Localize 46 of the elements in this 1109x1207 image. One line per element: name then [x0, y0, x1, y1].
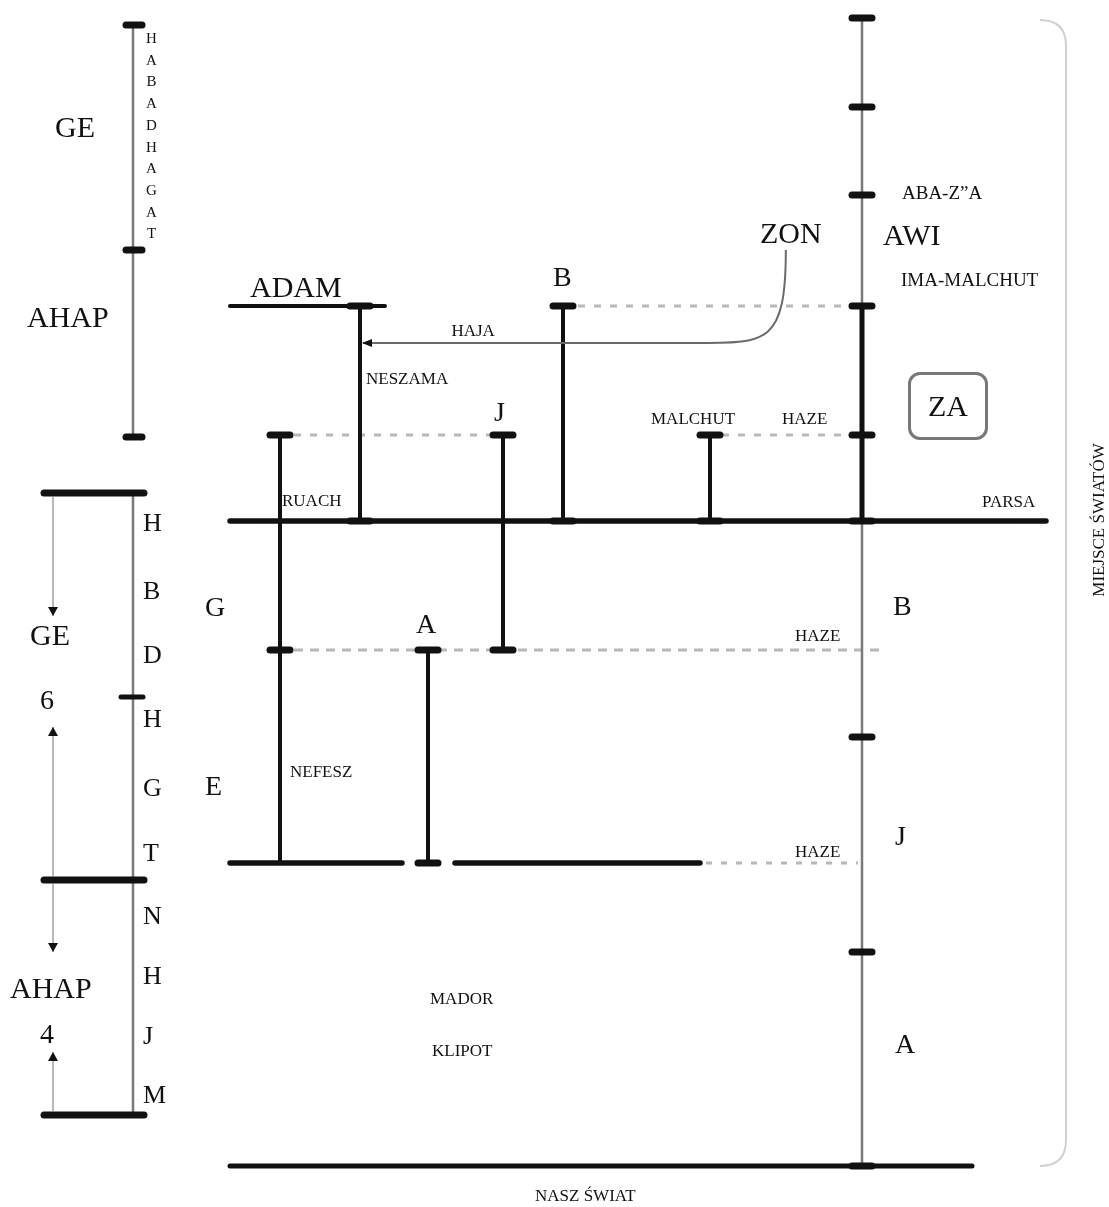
letter-label: B: [893, 592, 912, 620]
letter-label: J: [895, 822, 906, 850]
text-label: HABADHAGAT: [145, 29, 158, 244]
text-label: NEFESZ: [290, 763, 353, 780]
letter-label: G: [143, 775, 162, 801]
letter-label: M: [143, 1082, 167, 1108]
letter-label: D: [143, 642, 162, 668]
text-label: PARSA: [982, 493, 1036, 510]
letter-label: A: [416, 610, 437, 638]
text-label: ADAM: [250, 272, 342, 302]
arrow: [362, 249, 787, 347]
letter-label: A: [895, 1030, 916, 1058]
letter-label: B: [143, 578, 161, 604]
letter-label: H: [143, 706, 162, 732]
letter-label: J: [143, 1023, 154, 1049]
letter-label: G: [205, 593, 226, 621]
text-label: HAZE: [782, 410, 828, 427]
text-label: HAZE: [795, 843, 841, 860]
letter-label: N: [143, 903, 162, 929]
text-label: GE: [55, 112, 95, 142]
text-label: NASZ ŚWIAT: [535, 1187, 636, 1204]
text-label: MALCHUT: [651, 410, 736, 427]
text-label: HAZE: [795, 627, 841, 644]
text-label: MIEJSCE ŚWIATÓW: [1089, 443, 1107, 597]
box-label: ZA: [928, 389, 968, 423]
text-label: GE: [30, 620, 70, 650]
letter-label: T: [143, 840, 159, 866]
text-label: AHAP: [27, 302, 109, 332]
text-label: AWI: [883, 220, 941, 250]
text-label: ABA-Z”A: [902, 183, 983, 202]
rounded-box: [908, 372, 988, 440]
letter-label: 6: [40, 686, 54, 714]
letter-label: B: [553, 263, 572, 291]
letter-label: H: [143, 510, 162, 536]
letter-label: 4: [40, 1020, 54, 1048]
text-label: ZON: [760, 218, 822, 248]
text-label: NESZAMA: [366, 370, 449, 387]
letter-label: H: [143, 963, 162, 989]
text-label: KLIPOT: [432, 1042, 493, 1059]
letter-label: J: [494, 398, 505, 426]
text-label: MADOR: [430, 990, 494, 1007]
letter-label: E: [205, 772, 223, 800]
text-label: RUACH: [282, 492, 342, 509]
text-label: AHAP: [10, 973, 92, 1003]
text-label: IMA-MALCHUT: [901, 270, 1039, 289]
edge-label: HAJA: [449, 322, 497, 339]
